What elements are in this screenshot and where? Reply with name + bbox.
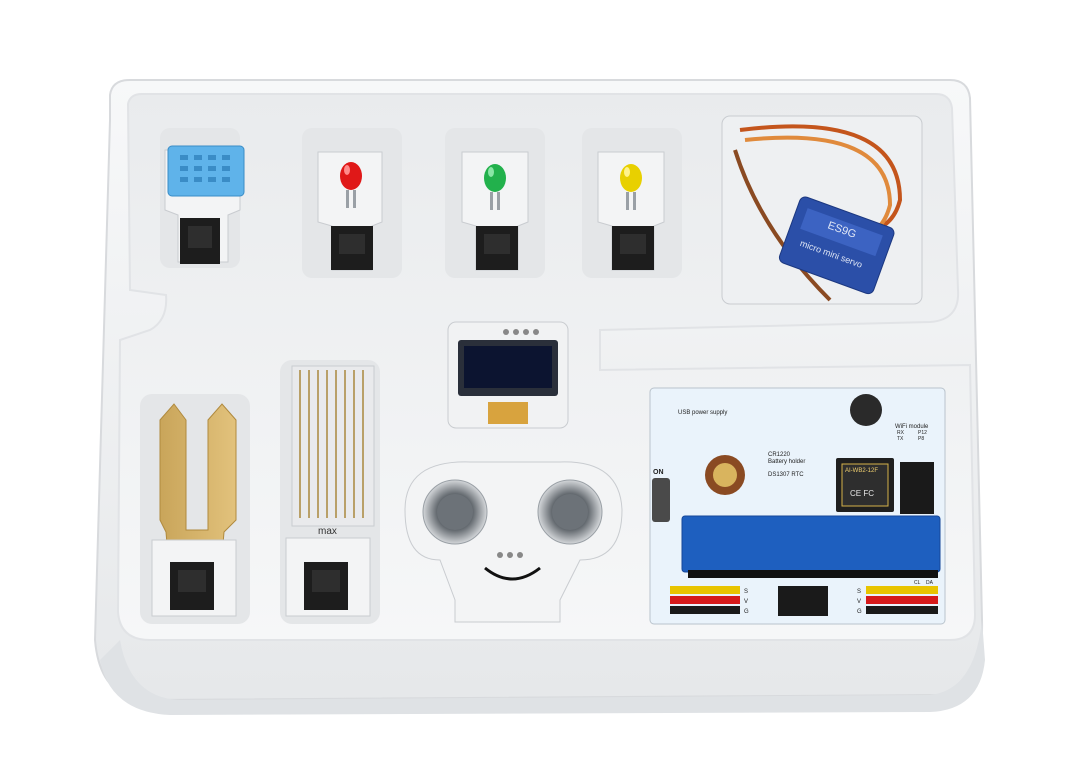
soil-moisture-sensor [140, 394, 250, 624]
rtc-label: DS1307 RTC [768, 472, 804, 478]
pin-headers-right [866, 586, 938, 614]
row-label-v-left: V [744, 599, 748, 605]
ce-fc-label: CE FC [850, 489, 874, 498]
wifi-chip-label: AI-WB2-12F [845, 468, 878, 474]
temperature-humidity-sensor [160, 128, 245, 268]
oled-display [447, 321, 569, 429]
water-sensor-max-label: max [318, 526, 337, 537]
usb-power-label: USB power supply [678, 410, 727, 416]
row-label-v-right: V [857, 599, 861, 605]
servo-motor: ES9G micro mini servo [721, 115, 923, 305]
red-led-module [302, 128, 402, 278]
rx-label: RX [897, 430, 905, 436]
expansion-board: USB power supply CR1220 Battery holder D… [649, 387, 946, 625]
row-label-s-left: S [744, 589, 748, 595]
row-label-g-left: G [744, 609, 749, 615]
battery-label-2: Battery holder [768, 459, 805, 465]
pin-headers-left [670, 586, 740, 614]
tx-label: TX [897, 436, 904, 442]
p12-label: P12 [918, 430, 927, 436]
green-led-module [445, 128, 545, 278]
da-label: DA [926, 580, 934, 586]
cl-label: CL [914, 580, 921, 586]
yellow-led-module [582, 128, 682, 278]
water-level-sensor: max [280, 360, 380, 624]
battery-label-1: CR1220 [768, 452, 791, 458]
p8-label: P8 [918, 436, 924, 442]
row-label-s-right: S [857, 589, 861, 595]
ultrasonic-sensor [404, 461, 623, 623]
wifi-module-label: WiFi module [895, 424, 929, 430]
row-label-g-right: G [857, 609, 862, 615]
on-label: ON [653, 469, 664, 476]
